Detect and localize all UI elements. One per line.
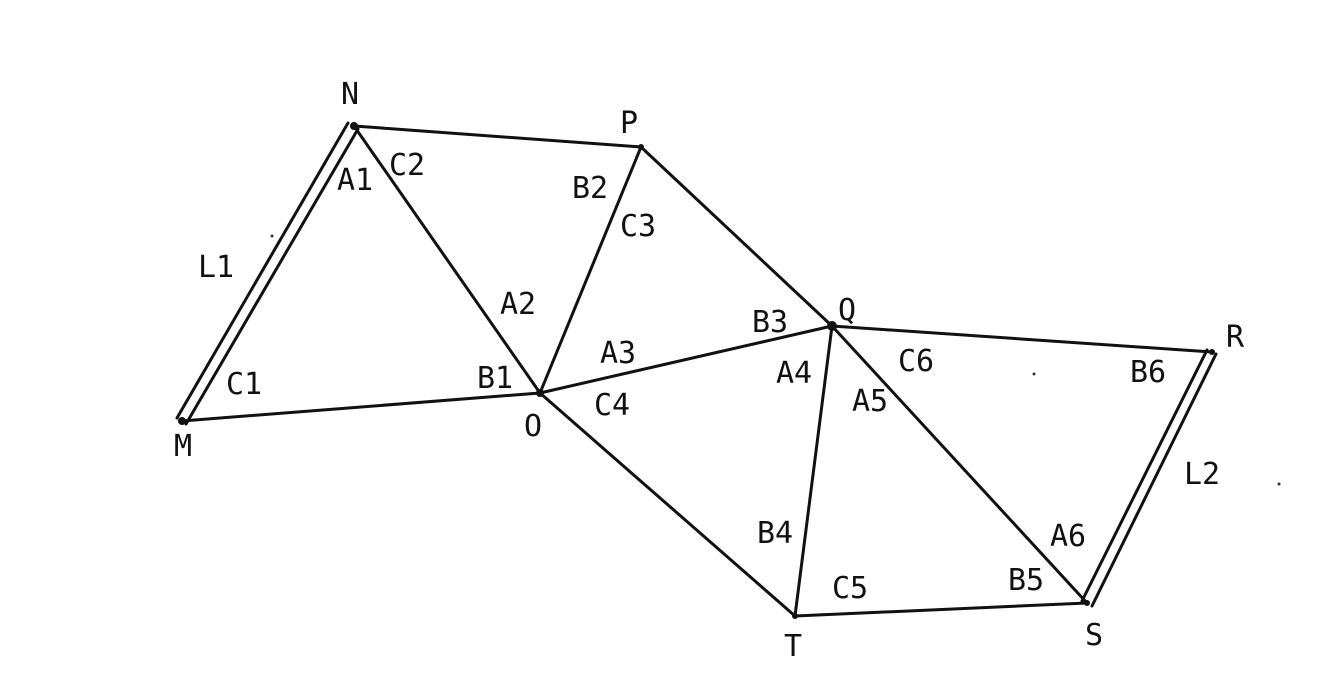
vertex-label-N: N (341, 77, 359, 112)
angle-label-A4: A4 (776, 356, 812, 391)
angle-label-C5: C5 (832, 571, 868, 606)
angle-label-B3: B3 (752, 305, 788, 340)
angle-label-B5: B5 (1008, 563, 1044, 598)
vertex-label-M: M (174, 429, 192, 464)
angle-label-B4: B4 (757, 516, 793, 551)
edge-M-N-double (175, 121, 360, 426)
angle-label-A1: A1 (337, 163, 373, 198)
vertex-label-S: S (1085, 618, 1103, 653)
scan-speck (1277, 482, 1281, 486)
angle-label-A3: A3 (600, 336, 636, 371)
scan-speck (1032, 372, 1036, 376)
edge-Q-S (830, 324, 1089, 605)
member-label-L2: L2 (1184, 457, 1220, 492)
angle-label-B6: B6 (1130, 355, 1166, 390)
edge-Q-R (830, 324, 1214, 354)
edge-P-O (538, 145, 643, 395)
angle-label-C1: C1 (226, 367, 262, 402)
vertex-label-R: R (1226, 320, 1245, 355)
vertex-dot-N (350, 122, 358, 130)
vertex-dot-O (536, 389, 544, 397)
edge-O-T (538, 391, 797, 618)
vertex-label-Q: Q (838, 293, 856, 328)
edge-O-Q (538, 324, 834, 395)
vertex-dot-R (1209, 349, 1215, 355)
vertex-dot-T (792, 613, 798, 619)
vertex-dot-P (638, 144, 644, 150)
angle-label-C6: C6 (898, 344, 934, 379)
vertex-label-P: P (620, 106, 638, 141)
angle-label-C3: C3 (620, 209, 656, 244)
angle-label-C4: C4 (594, 388, 630, 423)
member-label-L1: L1 (198, 250, 234, 285)
angle-label-C2: C2 (389, 148, 425, 183)
edge-M-O (180, 391, 542, 423)
angle-label-A5: A5 (852, 384, 888, 419)
scan-speck (270, 234, 274, 238)
angle-label-A2: A2 (500, 287, 536, 322)
angle-label-B2: B2 (572, 171, 608, 206)
edge-S-R-double (1080, 348, 1218, 608)
angle-label-A6: A6 (1050, 519, 1086, 554)
angle-label-B1: B1 (477, 361, 513, 396)
edge-P-Q (639, 145, 834, 328)
edge-N-O (352, 124, 542, 395)
vertex-label-O: O (524, 409, 542, 444)
vertex-dot-S (1084, 600, 1090, 606)
vertex-dot-Q (827, 321, 837, 331)
edge-N-P (352, 124, 643, 149)
edge-Q-T (793, 324, 834, 618)
vertex-dot-M (178, 417, 186, 425)
vertex-label-T: T (784, 629, 802, 664)
edge-T-S (793, 601, 1089, 618)
